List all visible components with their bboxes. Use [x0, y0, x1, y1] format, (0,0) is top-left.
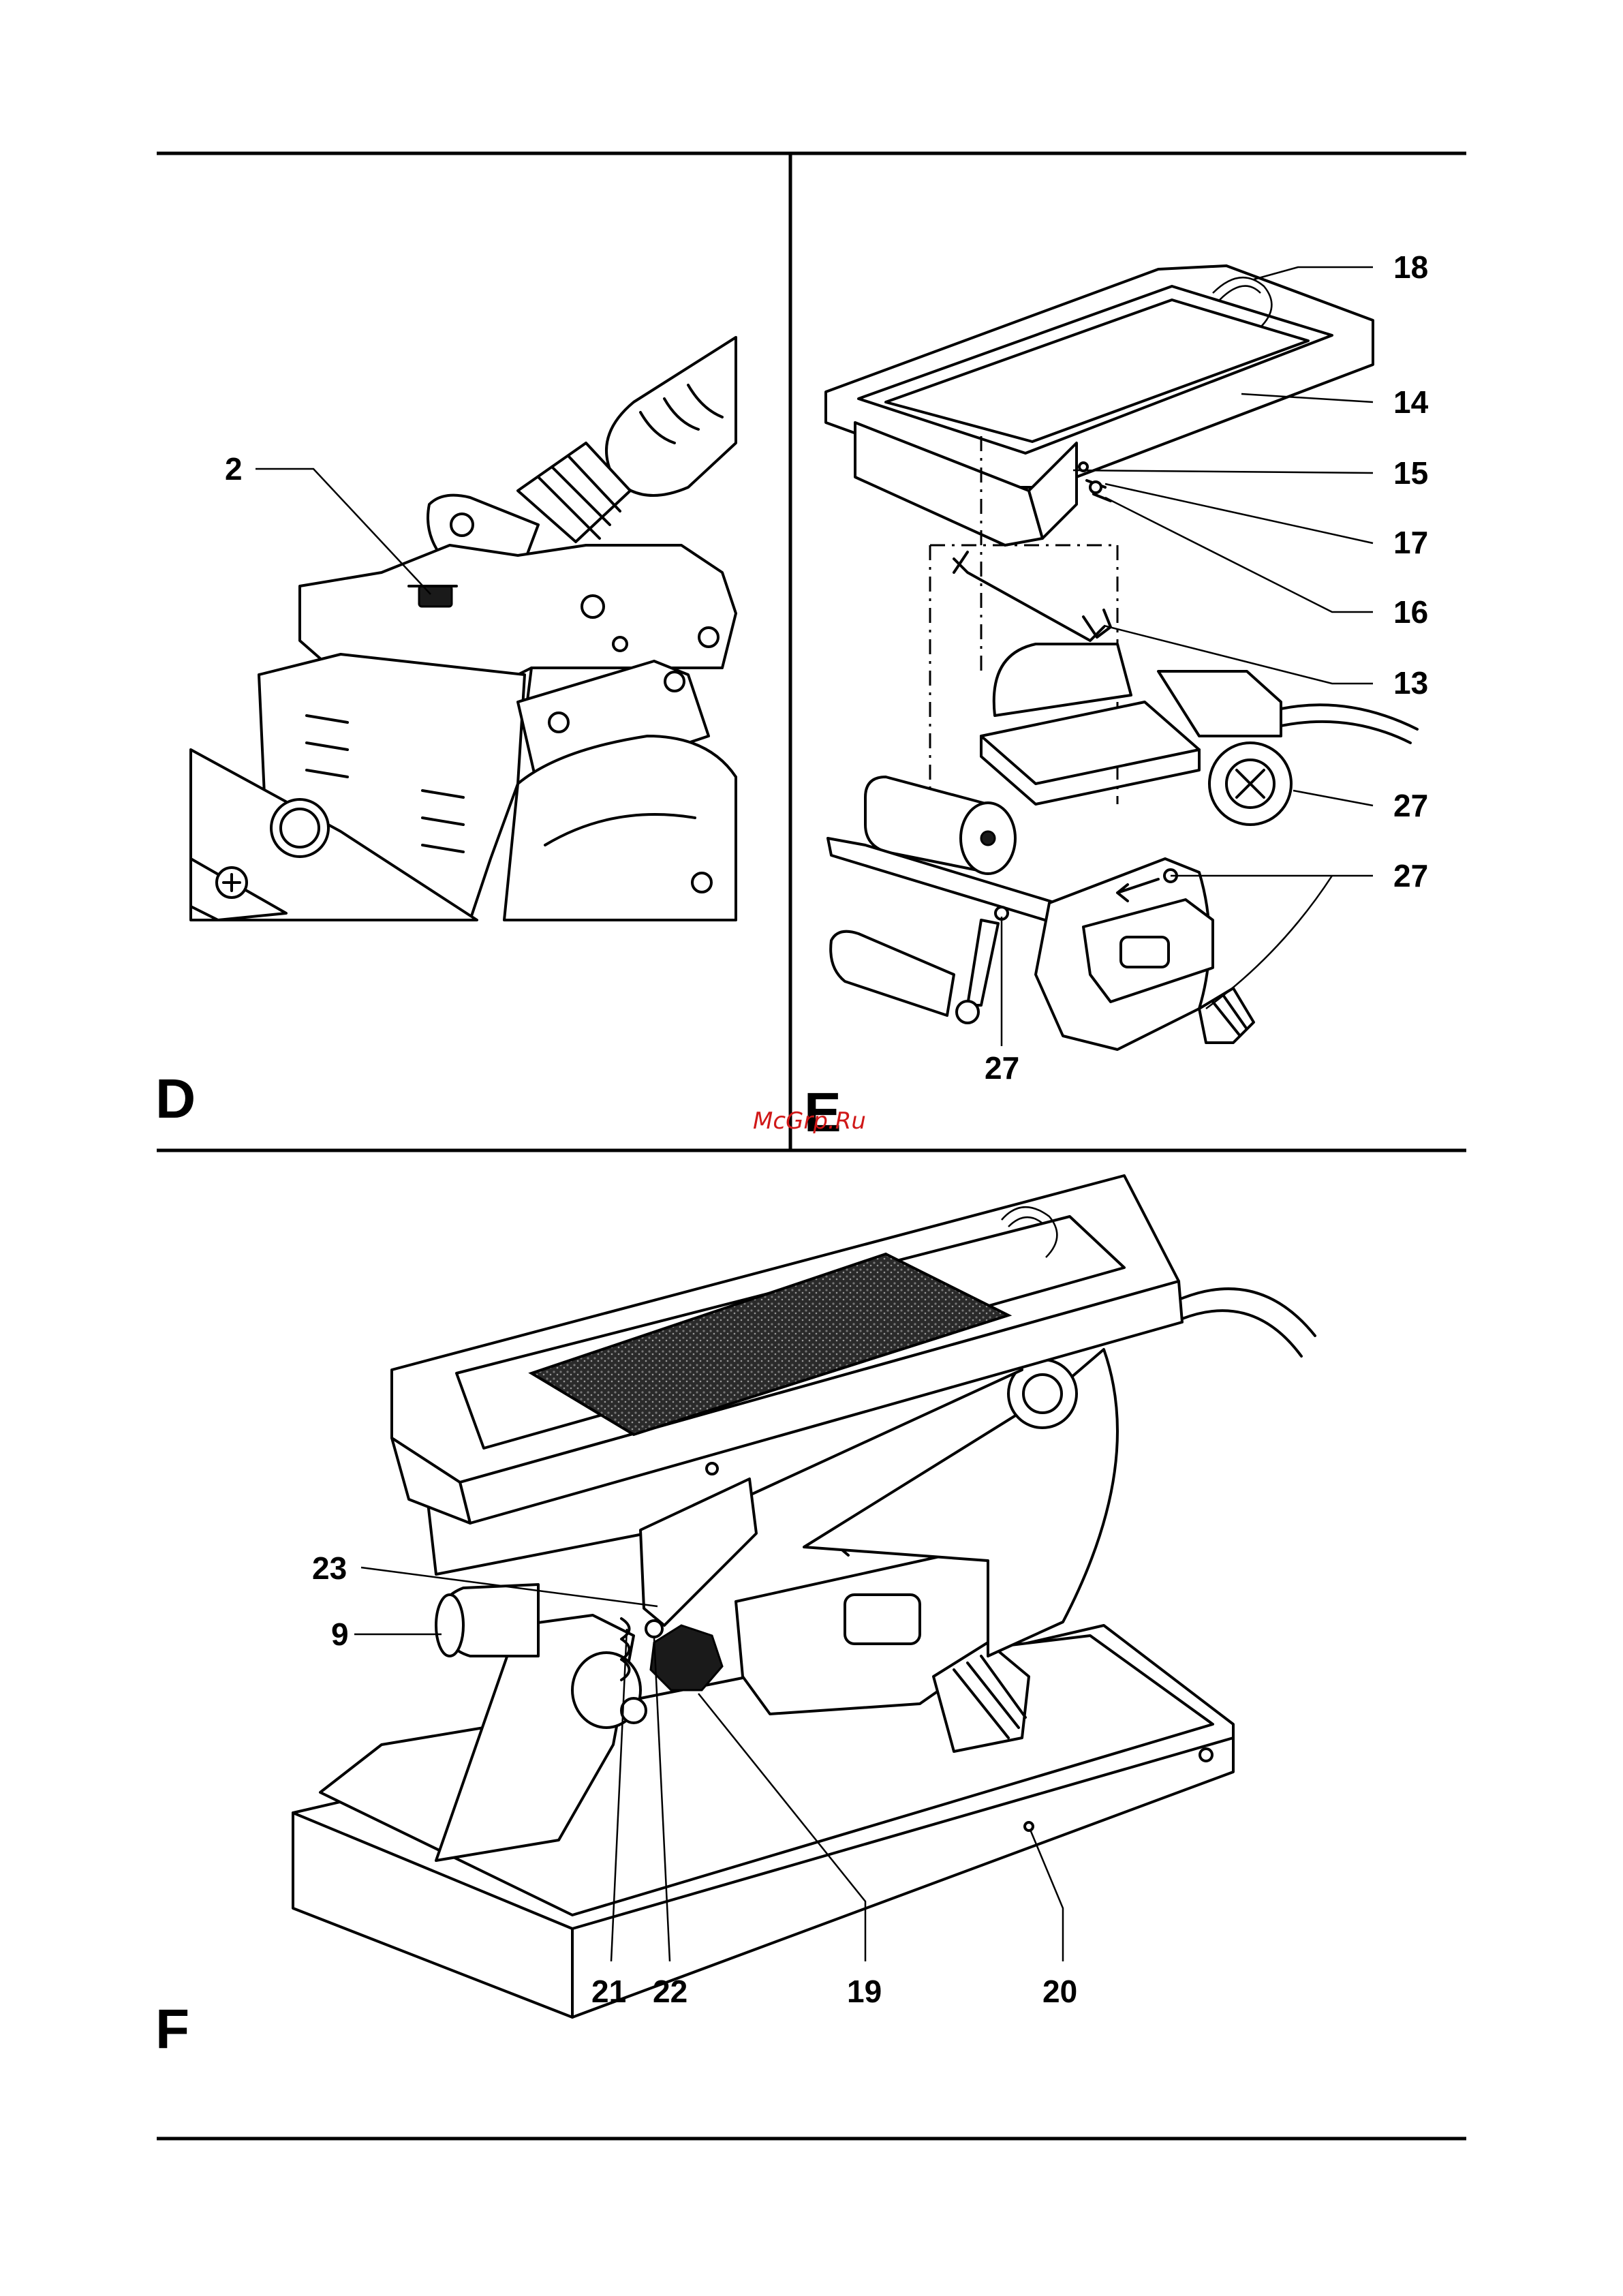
callout-label-15: 15 [1393, 455, 1428, 491]
callout-label-18: 18 [1393, 249, 1428, 285]
callout-15: 15 [1073, 455, 1428, 491]
callout-9: 9 [331, 1617, 442, 1652]
callout-label-27-a: 27 [1393, 788, 1428, 823]
watermark-text: McGrp.Ru [753, 1107, 866, 1135]
callout-label-16: 16 [1393, 594, 1428, 630]
callout-label-2: 2 [225, 451, 243, 487]
callout-label-21: 21 [591, 1974, 626, 2009]
panel-f-drawing [293, 1176, 1315, 2017]
callout-label-27-c: 27 [985, 1050, 1019, 1086]
callout-label-20: 20 [1042, 1974, 1077, 2009]
panel-d-drawing [191, 337, 736, 920]
panel-e: 18 14 15 17 16 13 27 27 [804, 249, 1429, 1144]
panel-e-drawing [826, 266, 1417, 1050]
panel-f: 23 9 21 22 19 20 F [155, 1176, 1315, 2060]
callout-label-22: 22 [653, 1974, 687, 2009]
callout-16: 16 [1105, 498, 1428, 630]
callout-label-17: 17 [1393, 525, 1428, 560]
callout-20: 20 [1025, 1822, 1077, 2009]
panel-letter-f: F [155, 1998, 189, 2060]
callout-label-14: 14 [1393, 384, 1429, 420]
callout-label-23: 23 [312, 1550, 347, 1586]
callout-label-19: 19 [847, 1974, 882, 2009]
callout-27-a: 27 [1293, 788, 1428, 823]
callout-label-13: 13 [1393, 665, 1428, 701]
callout-label-9: 9 [331, 1617, 349, 1652]
panel-d: 2 D [155, 337, 736, 1130]
callout-label-27-b: 27 [1393, 858, 1428, 893]
callout-18: 18 [1254, 249, 1428, 285]
panel-letter-d: D [155, 1068, 196, 1130]
